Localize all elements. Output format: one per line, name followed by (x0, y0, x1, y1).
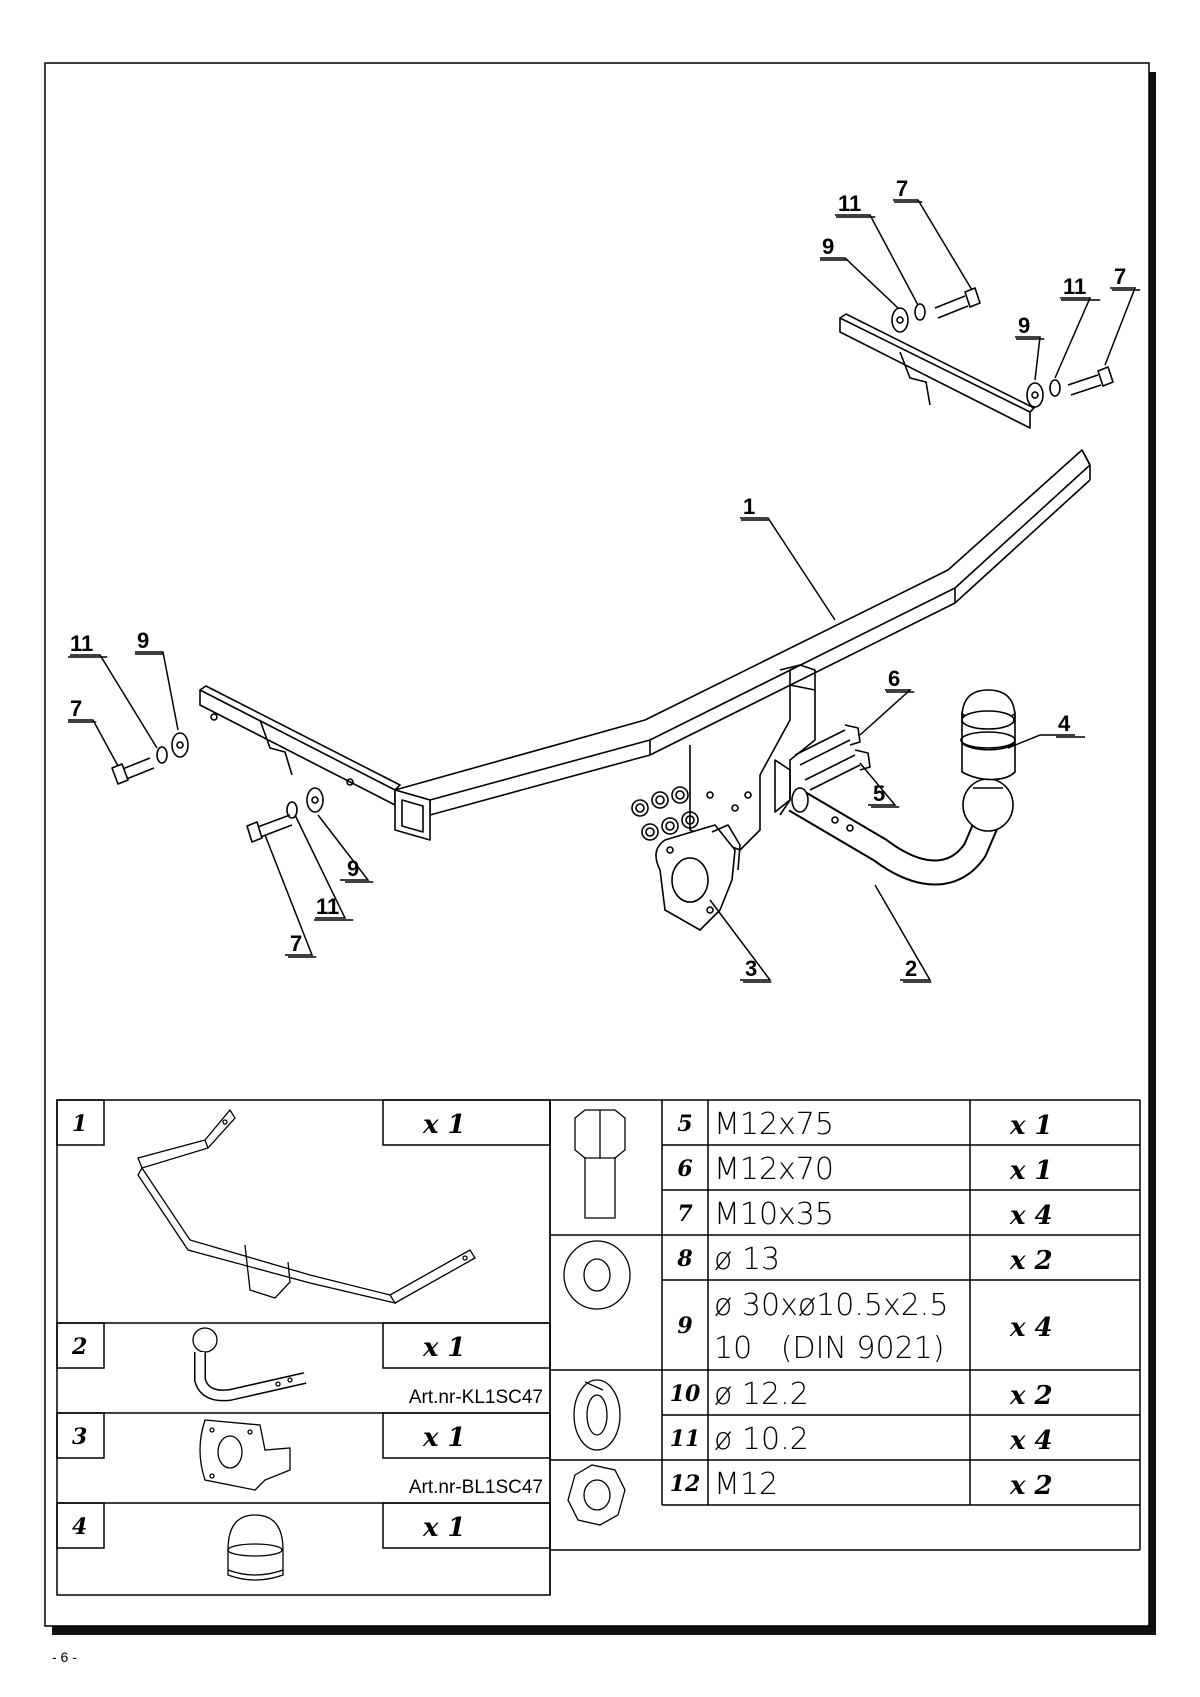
parts-left-text: 1 x 1 2 x 1 Art.nr-KL1SC47 3 x 1 Art.nr-… (71, 1110, 543, 1543)
callout-7-right: 7 (1114, 264, 1126, 289)
part-qty-9: x 4 (1009, 1313, 1053, 1343)
callout-11-right: 11 (1063, 274, 1086, 299)
part-qty-7: x 4 (1009, 1201, 1053, 1231)
ball-cover-drawing (960, 689, 1016, 781)
part-spec-11: ø 10.2 (714, 1422, 809, 1457)
thumb-bolt (574, 1109, 626, 1219)
callout-5: 5 (873, 781, 885, 806)
callout-7-upper: 7 (896, 176, 908, 201)
exploded-view (111, 287, 1114, 931)
socket-plate-drawing (655, 824, 741, 931)
part-num-11: 11 (670, 1426, 701, 1452)
part-num-10: 10 (670, 1381, 701, 1407)
crossbar-drawing (199, 313, 1091, 851)
part-spec-10: ø 12.2 (714, 1377, 809, 1412)
part-spec-12: M12 (714, 1467, 778, 1502)
part-spec-8: ø 13 (714, 1242, 780, 1277)
part-num-2: 2 (71, 1334, 87, 1360)
parts-right-text: 5 M12x75 x 1 6 M12x70 x 1 7 M10x35 x 4 8… (670, 1107, 1053, 1502)
part-num-3: 3 (72, 1424, 87, 1450)
callout-9-right: 9 (1018, 313, 1030, 338)
callout-6: 6 (888, 666, 900, 691)
part-spec-5: M12x75 (714, 1107, 834, 1142)
part-num-6: 6 (677, 1156, 692, 1182)
part-qty-10: x 2 (1009, 1381, 1053, 1411)
part-num-8: 8 (676, 1246, 692, 1272)
thumb-spring-washer (573, 1379, 621, 1451)
callout-labels: 1 2 3 4 5 6 7 7 7 7 9 9 9 9 11 11 11 11 (68, 176, 1141, 983)
part-num-12: 12 (670, 1471, 701, 1497)
callout-2: 2 (905, 956, 917, 981)
callout-11-left: 11 (70, 631, 93, 656)
callout-7-left: 7 (70, 696, 82, 721)
part-qty-2: x 1 (422, 1333, 466, 1363)
callout-9-upper: 9 (822, 234, 834, 259)
thumb-ball-hitch (192, 1327, 307, 1402)
page-number: - 6 - (52, 1649, 77, 1665)
part-num-5: 5 (677, 1111, 692, 1137)
part-num-7: 7 (677, 1201, 693, 1227)
part-qty-1: x 1 (422, 1110, 466, 1140)
part-num-9: 9 (677, 1313, 692, 1339)
part-spec-7: M10x35 (714, 1197, 834, 1232)
part-qty-3: x 1 (422, 1423, 466, 1453)
part-spec-9: ø 30xø10.5x2.5 (714, 1288, 948, 1323)
thumb-nut (567, 1464, 626, 1526)
callout-9-left: 9 (137, 628, 149, 653)
callout-9-lower: 9 (347, 856, 359, 881)
ball-hitch-drawing (788, 778, 1014, 886)
callout-3: 3 (745, 956, 757, 981)
centre-fasteners (631, 786, 699, 841)
part-num-1: 1 (72, 1111, 87, 1137)
part-qty-12: x 2 (1009, 1471, 1053, 1501)
part-qty-8: x 2 (1009, 1246, 1053, 1276)
leader-lines (68, 199, 1137, 981)
part-qty-11: x 4 (1009, 1426, 1053, 1456)
part-art-2: Art.nr-KL1SC47 (409, 1387, 543, 1408)
left-fasteners (111, 732, 324, 843)
part-spec-6: M12x70 (714, 1152, 834, 1187)
bolt-6-drawing (794, 724, 861, 766)
callout-11-upper: 11 (838, 191, 861, 216)
thumb-crossbar (137, 1108, 476, 1304)
thumb-socket-plate (199, 1419, 291, 1491)
callout-1: 1 (743, 494, 755, 519)
part-qty-5: x 1 (1009, 1111, 1053, 1141)
callout-11-lower: 11 (316, 894, 339, 919)
part-spec-9-line2: 10 (DIN 9021) (714, 1331, 944, 1366)
part-art-3: Art.nr-BL1SC47 (409, 1477, 543, 1498)
part-qty-4: x 1 (422, 1513, 466, 1543)
callout-4: 4 (1058, 711, 1071, 736)
parts-table (56, 1099, 1141, 1596)
thumb-washer (563, 1240, 631, 1310)
callout-7-lower: 7 (290, 931, 302, 956)
thumb-ball-cover (227, 1514, 284, 1581)
part-num-4: 4 (72, 1514, 87, 1540)
part-qty-6: x 1 (1009, 1156, 1053, 1186)
table-thumbnails (137, 1108, 631, 1581)
